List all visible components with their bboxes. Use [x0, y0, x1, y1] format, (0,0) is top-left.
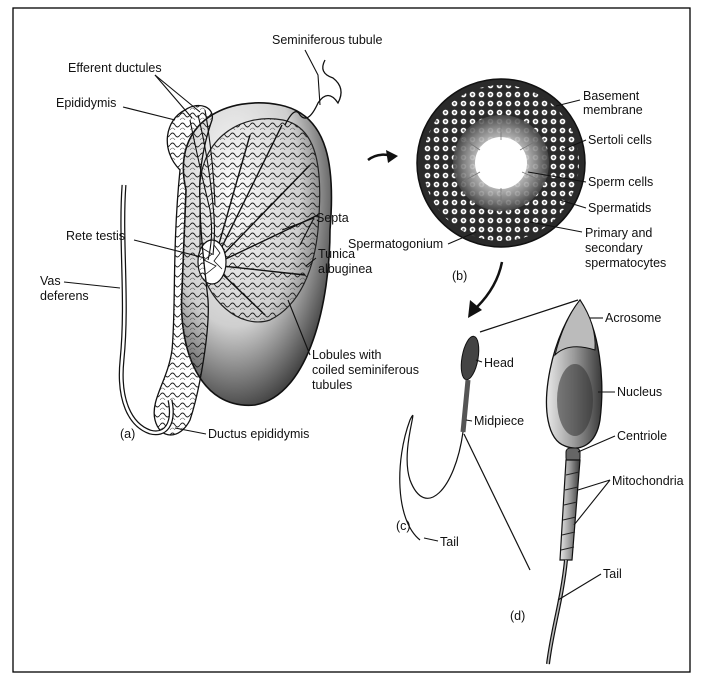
arrow-a-to-b-head — [386, 150, 398, 163]
label-lobules-3: tubules — [312, 378, 352, 392]
label-spermatids: Spermatids — [588, 201, 651, 215]
panel-b-label: (b) — [452, 269, 467, 283]
arrow-b-to-c — [477, 262, 502, 307]
panel-a-label: (a) — [120, 427, 135, 441]
label-basement-membrane-1: Basement — [583, 89, 640, 103]
label-spermatogonium: Spermatogonium — [348, 237, 443, 251]
label-centriole: Centriole — [617, 429, 667, 443]
label-efferent-ductules: Efferent ductules — [68, 61, 162, 75]
acrosome-cap — [555, 300, 595, 355]
label-sertoli-cells: Sertoli cells — [588, 133, 652, 147]
label-lobules-1: Lobules with — [312, 348, 382, 362]
sperm-large-tail-inner — [548, 560, 566, 664]
zoom-line-bottom — [464, 434, 530, 570]
label-spermatocytes-3: spermatocytes — [585, 256, 666, 270]
label-mitochondria: Mitochondria — [612, 474, 684, 488]
testis-illustration — [121, 60, 341, 435]
label-tail-d: Tail — [603, 567, 622, 581]
panel-d-label: (d) — [510, 609, 525, 623]
panel-c-label: (c) — [396, 519, 411, 533]
label-seminiferous-tubule: Seminiferous tubule — [272, 33, 383, 47]
tubule-lumen — [475, 137, 527, 189]
sperm-small-head — [458, 335, 481, 381]
label-tunica-albuginea-2: albuginea — [318, 262, 372, 276]
label-epididymis: Epididymis — [56, 96, 116, 110]
label-lobules-2: coiled seminiferous — [312, 363, 419, 377]
label-ductus-epididymis: Ductus epididymis — [208, 427, 309, 441]
label-vas-deferens-1: Vas — [40, 274, 61, 288]
label-acrosome: Acrosome — [605, 311, 661, 325]
label-nucleus: Nucleus — [617, 385, 662, 399]
label-basement-membrane-2: membrane — [583, 103, 643, 117]
label-tail-c: Tail — [440, 535, 459, 549]
sperm-large — [546, 300, 601, 664]
sperm-large-midpiece — [560, 460, 580, 560]
label-spermatocytes-1: Primary and — [585, 226, 652, 240]
label-head: Head — [484, 356, 514, 370]
sperm-small-midpiece — [463, 380, 468, 432]
nucleus-shape — [557, 364, 593, 436]
tubule-cross-section — [417, 79, 585, 247]
label-midpiece: Midpiece — [474, 414, 524, 428]
label-rete-testis: Rete testis — [66, 229, 125, 243]
label-septa: Septa — [316, 211, 349, 225]
label-spermatocytes-2: secondary — [585, 241, 643, 255]
label-sperm-cells: Sperm cells — [588, 175, 653, 189]
label-vas-deferens-2: deferens — [40, 289, 89, 303]
panel-c-labels: Head Midpiece (c) Tail — [396, 356, 524, 549]
